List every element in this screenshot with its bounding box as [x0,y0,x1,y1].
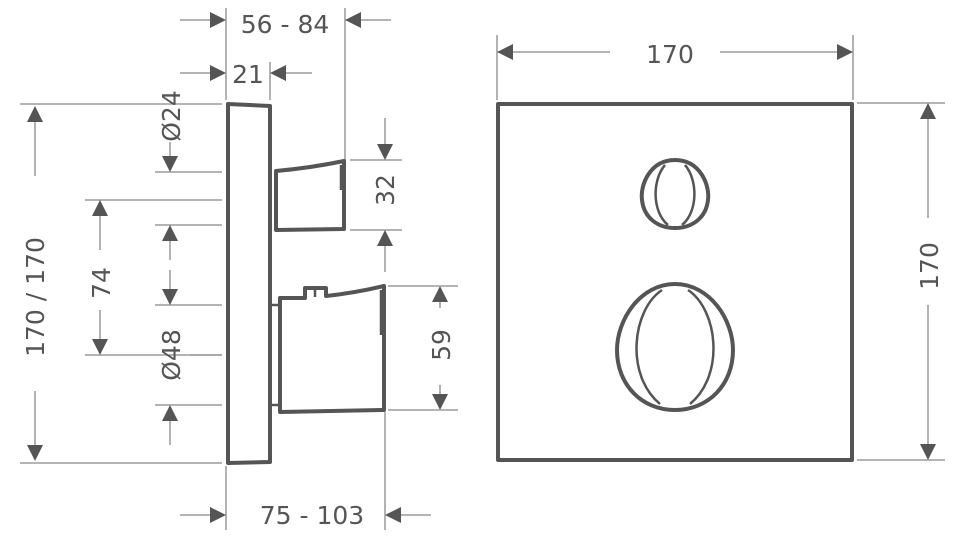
small-knob-diameter-label: Ø24 [157,90,186,142]
small-knob-front [639,158,711,230]
arrowhead [27,445,43,461]
arrowhead [497,44,513,60]
small-knob-side [274,159,346,232]
arrowhead [162,225,178,241]
cover-plate-side [226,102,272,465]
arrowhead [432,286,448,302]
arrowhead [162,156,178,172]
knob-spacing-label: 74 [87,267,116,299]
arrowhead [27,106,43,122]
arrowhead [270,65,286,81]
arrowhead [210,507,226,523]
arrowhead [385,507,401,523]
arrowhead [920,103,936,119]
arrowhead [92,200,108,216]
plate-thickness-label: 21 [232,60,264,89]
front-width-label: 170 [646,40,694,69]
arrowhead [92,339,108,355]
total-depth-label: 75 - 103 [260,501,364,530]
large-knob-height-label: 59 [427,329,456,361]
arrowhead [210,65,226,81]
front-height-label: 170 [915,242,944,290]
arrowhead [837,44,853,60]
large-knob-diameter-label: Ø48 [157,329,186,381]
arrowhead [920,444,936,460]
dimension-lines [20,8,945,530]
arrowhead [432,394,448,410]
arrowhead [210,12,226,28]
arrowhead [377,144,393,160]
depth-range-label: 56 - 84 [241,10,330,39]
knob-stem [270,303,279,407]
cover-plate-front [496,102,854,462]
arrowhead [162,289,178,305]
plate-size-label: 170 / 170 [21,237,50,357]
front-view [496,102,854,462]
large-knob-side [278,284,386,414]
arrowhead [377,230,393,246]
side-view [226,102,386,465]
dimension-arrows [27,12,936,523]
small-knob-height-label: 32 [371,174,400,206]
large-knob-front [615,282,735,412]
arrowhead [345,12,361,28]
arrowhead [162,405,178,421]
